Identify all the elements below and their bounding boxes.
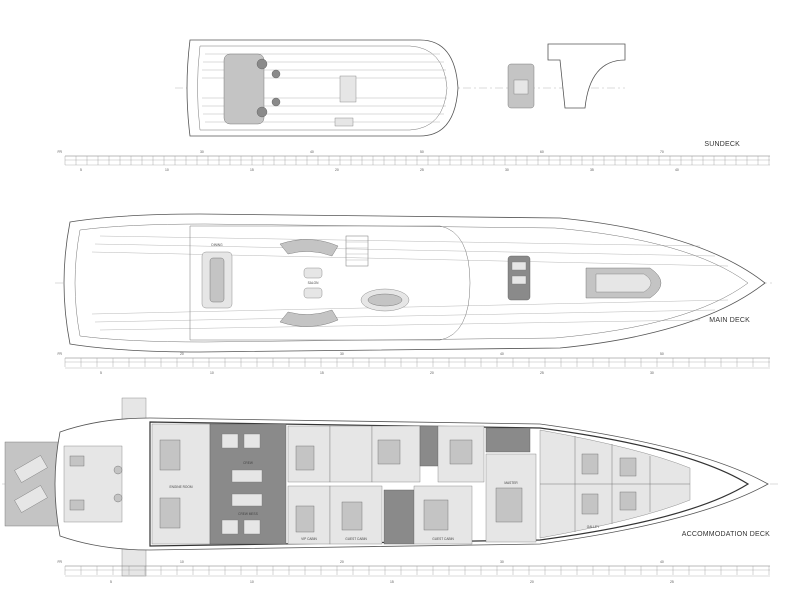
bathroom [485,427,531,453]
room-label-crew: CREW [243,461,253,465]
tick-label: 20 [530,580,534,584]
bathroom [383,489,415,545]
tick-label: 25 [540,371,544,375]
tick-label: 40 [675,168,679,172]
room-label-galley: GALLEY [587,525,600,529]
tick-label: 30 [200,150,204,154]
tick-label: 10 [210,371,214,375]
bathroom [419,425,439,467]
tick-label: 15 [390,580,394,584]
accommodation-deck-scale: FR 10 20 30 40 5 10 15 20 25 [57,560,770,584]
room-label-vip-cabin: VIP CABIN [301,537,317,541]
tick-label: 15 [320,371,324,375]
tick-label: 25 [420,168,424,172]
salon-sofa [279,239,339,257]
tick-label: 30 [505,168,509,172]
main-deck-hull [63,213,766,353]
tick-label: 5 [80,168,82,172]
sundeck-bench [334,117,354,127]
tick-label: 40 [660,560,664,564]
main-deck-planking [91,235,729,331]
room-label-salon: SALON [308,281,320,285]
svg-text:FR: FR [57,560,62,564]
accommodation-deck-ticks [64,566,770,575]
room-label-dining: DINING [211,243,223,247]
svg-text:FR: FR [57,352,62,356]
sundeck-scale: FR 30 40 50 60 70 5 10 15 20 25 30 35 40 [57,150,770,172]
tick-label: 25 [670,580,674,584]
tick-label: 30 [500,560,504,564]
tick-label: 30 [650,371,654,375]
sundeck-stool-icon [271,69,281,79]
tick-label: 10 [180,560,184,564]
tick-label: 50 [420,150,424,154]
sundeck-table [339,75,357,103]
tick-label: 50 [660,352,664,356]
platform-arm [121,547,147,577]
tick-label: 40 [500,352,504,356]
deck-label-main-deck: MAIN DECK [709,317,750,324]
tick-label: 20 [430,371,434,375]
main-deck-scale: FR 20 30 40 50 5 10 15 20 25 30 [57,352,770,375]
tick-label: 40 [310,150,314,154]
tick-label: 15 [250,168,254,172]
sundeck-lounge [223,53,265,125]
room-label-engine-room: ENGINE ROOM [169,485,192,489]
svg-text:FR: FR [57,150,62,154]
stairs [345,235,369,267]
room-label-master: MASTER [504,481,518,485]
tick-label: 5 [100,371,102,375]
cabin [329,425,373,483]
room-label-crew-mess: CREW MESS [238,512,258,516]
tick-label: 10 [165,168,169,172]
deck-label-accommodation-deck: ACCOMMODATION DECK [682,531,770,538]
sundeck-stool-icon [256,106,268,118]
tick-label: 20 [335,168,339,172]
sundeck: FR 30 40 50 60 70 5 10 15 20 25 30 35 40… [57,39,770,172]
main-deck-ticks [64,358,770,367]
accommodation-deck: ENGINE ROOM CREW CREW MESS VIP CABIN GUE… [2,397,780,584]
tick-label: 35 [590,168,594,172]
salon-sofa [279,309,339,327]
tick-label: 5 [110,580,112,584]
tick-label: 70 [660,150,664,154]
sundeck-stool-icon [256,58,268,70]
tick-label: 20 [340,560,344,564]
main-deck: DINING SALON FR 20 30 40 50 [55,213,775,375]
deck-label-sundeck: SUNDECK [704,141,740,148]
tick-label: 30 [340,352,344,356]
sundeck-ticks [64,156,770,165]
tick-label: 60 [540,150,544,154]
tick-label: 20 [180,352,184,356]
tick-label: 10 [250,580,254,584]
room-label-guest-cabin: GUEST CABIN [432,537,454,541]
room-label-guest-cabin: GUEST CABIN [345,537,367,541]
swim-platform [4,441,62,527]
sundeck-stool-icon [271,97,281,107]
